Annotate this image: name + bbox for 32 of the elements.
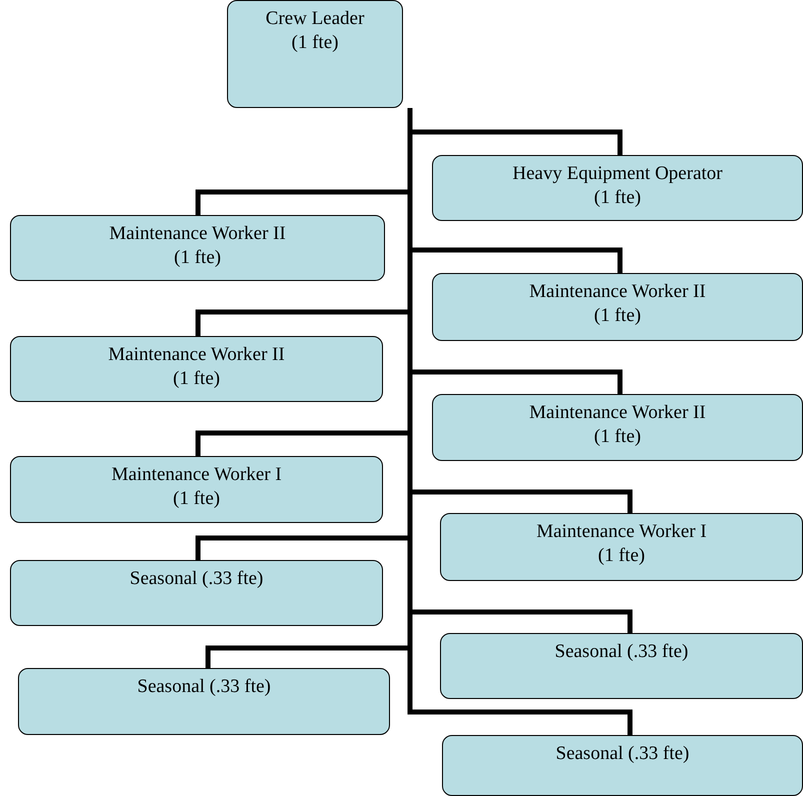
position-box [10,215,385,281]
position-box [440,633,803,699]
fte-label: (1 fte) [593,186,642,210]
position-title: Maintenance Worker II [108,222,287,246]
position-title: Seasonal (.33 fte) [136,675,272,699]
fte-label: (1 fte) [172,487,221,511]
position-title: Seasonal (.33 fte) [554,742,690,766]
fte-label: (1 fte) [173,246,222,270]
position-box [440,513,803,581]
position-box [432,155,803,221]
position-title: Seasonal (.33 fte) [128,567,264,591]
position-title: Maintenance Worker II [528,401,707,425]
position-title: Maintenance Worker I [535,520,708,544]
position-box [18,668,390,735]
position-box [432,273,803,341]
position-title: Seasonal (.33 fte) [554,640,690,664]
fte-label: (1 fte) [172,367,221,391]
position-box [432,394,803,461]
position-title: Maintenance Worker II [107,343,286,367]
position-box [10,560,383,626]
position-title: Heavy Equipment Operator [512,162,724,186]
position-title: Maintenance Worker I [110,463,283,487]
position-title: Crew Leader [264,7,366,31]
position-box [10,336,383,402]
fte-label: (1 fte) [593,425,642,449]
fte-label: (1 fte) [593,304,642,328]
position-box [442,735,803,796]
position-box [227,0,403,108]
position-box [10,456,383,523]
fte-label: (1 fte) [597,544,646,568]
fte-label: (1 fte) [290,31,340,55]
position-title: Maintenance Worker II [528,280,707,304]
